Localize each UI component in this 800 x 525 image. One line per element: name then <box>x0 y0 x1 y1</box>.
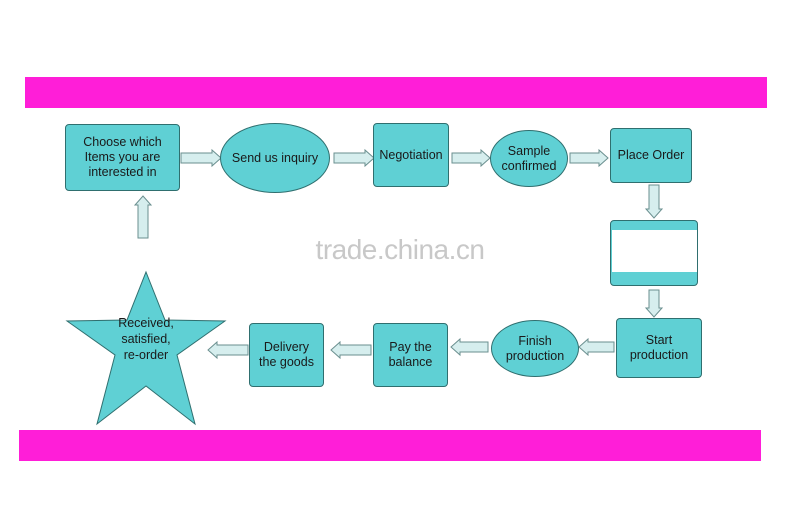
top-magenta-band <box>25 77 767 108</box>
watermark-cover <box>612 230 697 272</box>
bottom-magenta-band <box>19 430 761 461</box>
arrow-inquiry-to-negotiation <box>333 148 375 168</box>
step-sample-confirmed: Sample confirmed <box>490 130 568 187</box>
arrow-delivery-to-star <box>207 340 249 360</box>
star-shape <box>65 270 227 426</box>
arrow-star-up <box>133 195 153 239</box>
step-pay-balance: Pay the balance <box>373 323 448 387</box>
arrow-choose-to-inquiry <box>180 148 222 168</box>
arrow-sample-to-order <box>569 148 609 168</box>
arrow-pay-to-delivery <box>330 340 372 360</box>
star-label: Received, satisfied, re-order <box>118 316 174 362</box>
step-start-production: Start production <box>616 318 702 378</box>
watermark-text: trade.china.cn <box>315 234 485 265</box>
step-negotiation: Negotiation <box>373 123 449 187</box>
step-send-inquiry: Send us inquiry <box>220 123 330 193</box>
step-finish-production: Finish production <box>491 320 579 377</box>
step-place-order: Place Order <box>610 128 692 183</box>
arrow-order-down <box>644 184 664 219</box>
step-received-star: Received, satisfied, re-order <box>65 270 227 428</box>
step-choose-items: Choose which Items you are interested in <box>65 124 180 191</box>
step-delivery: Delivery the goods <box>249 323 324 387</box>
arrow-start-to-finish <box>578 337 615 357</box>
arrow-finish-to-pay <box>450 337 489 357</box>
arrow-blank-down <box>644 289 664 318</box>
arrow-negotiation-to-sample <box>451 148 491 168</box>
